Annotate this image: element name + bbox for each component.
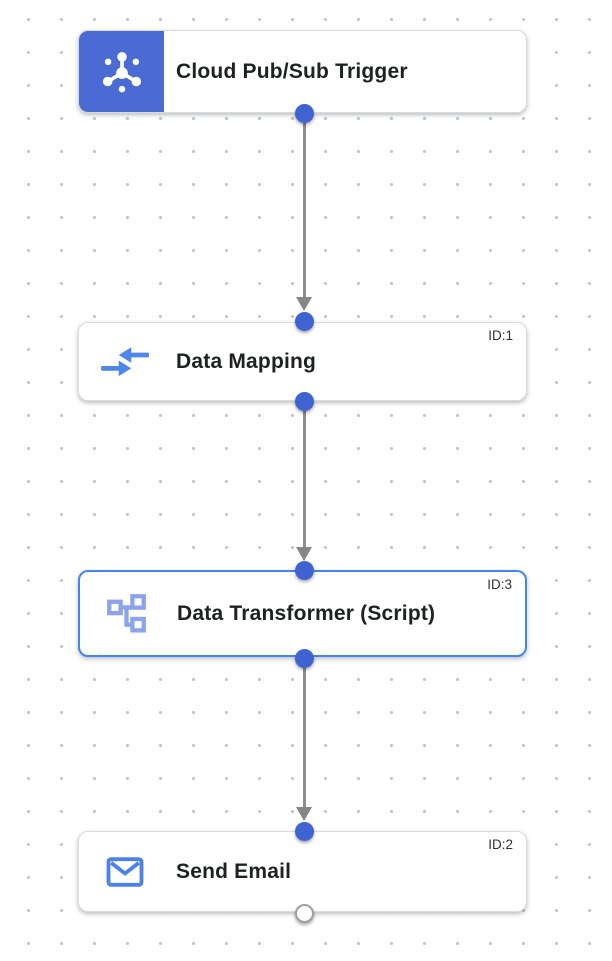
node-id-badge: ID:2 [488, 837, 513, 852]
input-port-data-mapping[interactable] [294, 311, 314, 331]
arrowhead-icon [296, 807, 313, 821]
output-port-send-email-unconnected[interactable] [294, 903, 314, 923]
node-title: Cloud Pub/Sub Trigger [176, 59, 408, 83]
data-mapping-icon [100, 337, 150, 387]
edge-line [303, 113, 306, 299]
edge-connector-1[interactable] [296, 113, 313, 311]
node-data-mapping[interactable]: ID:1 Data Mapping [78, 322, 527, 401]
output-port-data-transformer[interactable] [294, 648, 314, 668]
node-title: Data Transformer (Script) [177, 601, 436, 625]
edge-line [303, 658, 306, 809]
node-send-email[interactable]: ID:2 Send Email [78, 831, 527, 912]
arrowhead-icon [296, 547, 313, 561]
node-id-badge: ID:1 [488, 328, 513, 343]
node-title: Send Email [176, 859, 292, 883]
edge-line [303, 401, 306, 549]
node-data-transformer-script[interactable]: ID:3 Data Transformer (Script) [78, 570, 527, 657]
edge-connector-2[interactable] [296, 401, 313, 561]
node-id-badge: ID:3 [487, 577, 512, 592]
data-transformer-icon [101, 589, 151, 639]
node-cloud-pubsub-trigger[interactable]: Cloud Pub/Sub Trigger [78, 30, 527, 113]
edge-connector-3[interactable] [296, 658, 313, 821]
output-port-data-mapping[interactable] [294, 391, 314, 411]
node-title: Data Mapping [176, 349, 317, 373]
send-email-icon [100, 847, 150, 897]
output-port-cloud-pubsub-trigger[interactable] [294, 103, 314, 123]
arrowhead-icon [296, 297, 313, 311]
input-port-send-email[interactable] [294, 821, 314, 841]
input-port-data-transformer[interactable] [294, 560, 314, 580]
pubsub-trigger-icon [79, 31, 164, 112]
